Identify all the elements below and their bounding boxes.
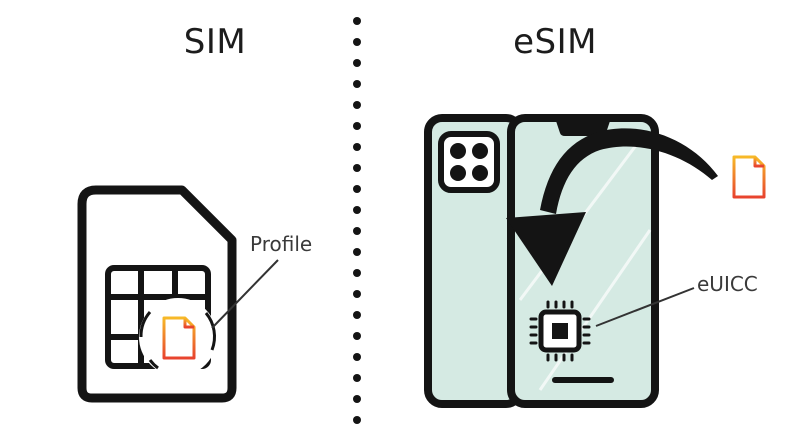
phone-front-icon: [507, 114, 659, 408]
euicc-label: eUICC: [697, 272, 758, 296]
phone-back-icon: [424, 114, 524, 408]
esim-title: eSIM: [513, 22, 597, 62]
profile-leader-line: [211, 259, 279, 329]
profile-document-icon: [162, 316, 196, 360]
home-indicator: [552, 377, 614, 383]
download-arrow-icon: [506, 128, 718, 286]
sim-title: SIM: [183, 22, 247, 62]
dotted-divider: [353, 17, 361, 424]
camera-module-icon: [438, 131, 500, 193]
remote-profile-document-icon: [732, 155, 766, 199]
euicc-chip-icon: [529, 300, 591, 362]
profile-label: Profile: [250, 232, 313, 256]
euicc-leader-line: [595, 287, 695, 327]
phone-notch: [556, 121, 610, 136]
sim-card-icon: [77, 185, 237, 403]
